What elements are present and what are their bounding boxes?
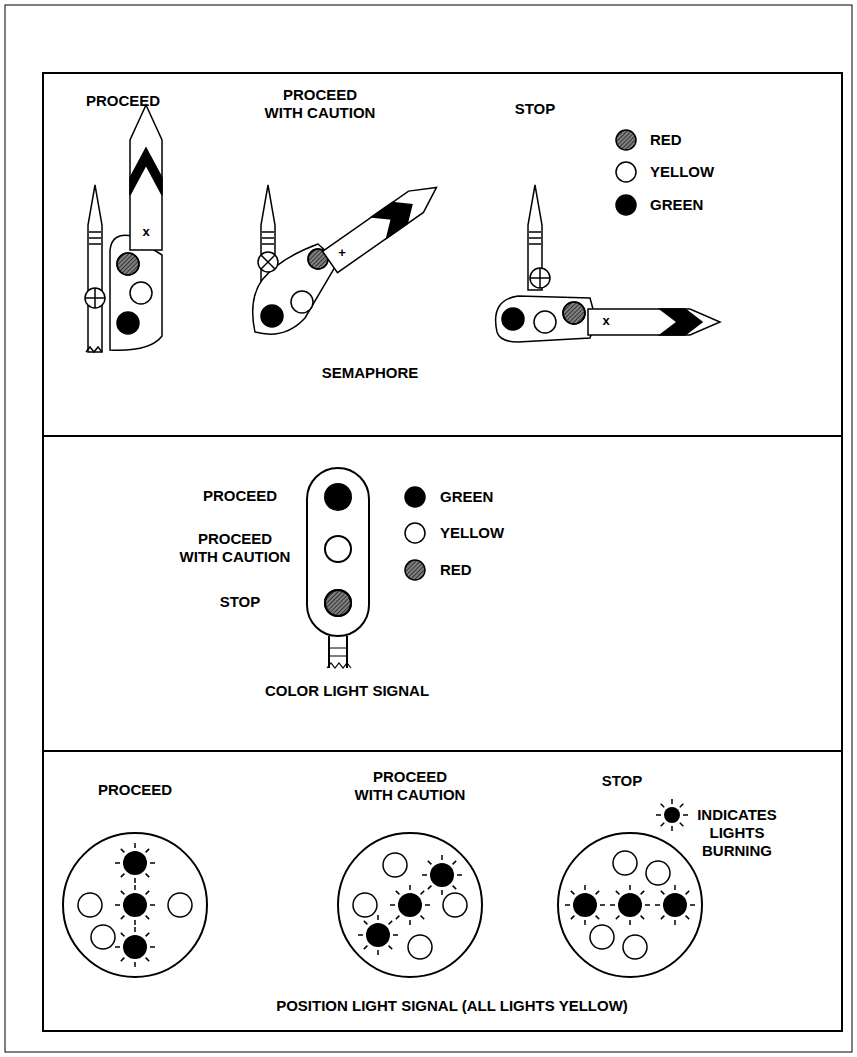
position-light bbox=[63, 833, 207, 977]
legend-swatch bbox=[609, 188, 643, 222]
panel-caption: POSITION LIGHT SIGNAL (ALL LIGHTS YELLOW… bbox=[192, 997, 712, 1015]
legend-text: GREEN bbox=[650, 196, 770, 214]
legend-text: GREEN bbox=[440, 488, 560, 506]
legend-text: RED bbox=[650, 131, 770, 149]
legend-swatch bbox=[609, 123, 643, 157]
aspect-label: PROCEED WITH CAUTION bbox=[263, 86, 377, 122]
legend-text: RED bbox=[440, 561, 560, 579]
arm-mark: x bbox=[598, 313, 614, 329]
legend-text: INDICATES LIGHTS BURNING bbox=[694, 806, 780, 860]
position-light bbox=[558, 833, 702, 977]
arm-mark: + bbox=[334, 245, 350, 261]
signal-panel: COLOR LIGHT SIGNAL bbox=[42, 435, 843, 752]
legend-swatch bbox=[398, 480, 432, 514]
page-frame bbox=[5, 5, 852, 1052]
signal-panel: SEMAPHORE bbox=[42, 72, 843, 437]
aspect-label: PROCEED bbox=[78, 781, 192, 799]
position-light bbox=[338, 833, 482, 977]
aspect-label: STOP bbox=[565, 772, 679, 790]
legend-swatch bbox=[398, 516, 432, 550]
legend-swatch bbox=[398, 553, 432, 587]
aspect-label: STOP bbox=[183, 593, 297, 611]
aspect-label: PROCEED bbox=[183, 487, 297, 505]
semaphore-caution bbox=[253, 177, 444, 334]
panel-caption: SEMAPHORE bbox=[110, 364, 630, 382]
legend-swatch bbox=[655, 798, 689, 832]
position-light-signals bbox=[63, 833, 702, 977]
panel-caption: COLOR LIGHT SIGNAL bbox=[87, 682, 607, 700]
aspect-label: PROCEED bbox=[66, 92, 180, 110]
aspect-label: STOP bbox=[478, 100, 592, 118]
semaphore-proceed bbox=[85, 105, 162, 352]
arm-mark: x bbox=[138, 224, 154, 240]
color-light-signal bbox=[307, 468, 369, 668]
legend-swatch bbox=[609, 155, 643, 189]
aspect-label: PROCEED WITH CAUTION bbox=[353, 768, 467, 804]
aspect-label: PROCEED WITH CAUTION bbox=[178, 530, 292, 566]
legend-text: YELLOW bbox=[440, 524, 560, 542]
legend-text: YELLOW bbox=[650, 163, 770, 181]
